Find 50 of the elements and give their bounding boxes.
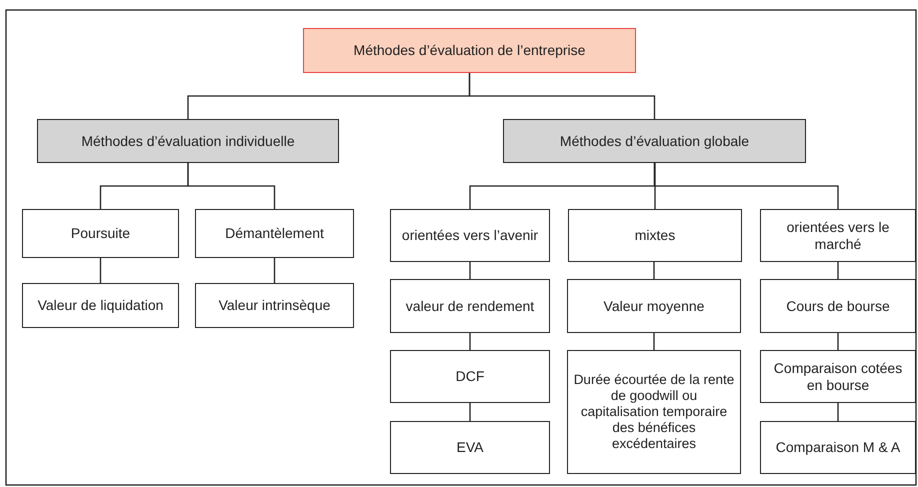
connector-line (653, 333, 655, 350)
node-label: Poursuite (70, 225, 130, 242)
method-box (760, 350, 916, 403)
method-box (390, 209, 550, 262)
node-label: Méthodes d’évaluation de l’entreprise (354, 42, 586, 59)
method-box (760, 421, 916, 474)
node-label: EVA (456, 439, 484, 456)
method-box (22, 283, 179, 328)
root-box (303, 28, 636, 73)
method-box (390, 350, 550, 403)
node-label: Valeur intrinsèque (218, 297, 330, 314)
node-label: orientées vers le marché (786, 218, 890, 252)
method-box (568, 209, 742, 262)
method-box (760, 209, 916, 262)
connector-line (274, 258, 276, 283)
node-label: Durée écourtée de la rente de goodwill ou capitalisation temporaire des bénéfices excédentaires (572, 372, 736, 452)
connector-line (837, 403, 839, 421)
category-box (503, 119, 806, 163)
method-box (390, 421, 550, 474)
connector-line (100, 258, 102, 283)
connector-line (837, 262, 839, 279)
connector-line (654, 163, 839, 209)
node-label: valeur de rendement (406, 298, 534, 314)
method-box (22, 209, 179, 258)
method-box (195, 209, 354, 258)
node-label: orientées vers l’avenir (402, 227, 538, 244)
node-label: Comparaison cotées en bourse (772, 360, 904, 394)
connector-line (469, 333, 471, 350)
connector-line (468, 73, 656, 119)
connector-line (187, 163, 276, 209)
node-label: Démantèlement (225, 225, 324, 242)
node-label: DCF (456, 368, 484, 385)
connector-line (837, 333, 839, 350)
method-box (760, 279, 916, 333)
connector-line (654, 163, 656, 209)
method-box (390, 279, 550, 333)
node-label: Cours de bourse (786, 298, 890, 314)
node-label: Méthodes d’évaluation globale (560, 132, 750, 150)
method-box (567, 279, 741, 333)
node-label: Valeur de liquidation (38, 297, 164, 314)
node-label: Comparaison M & A (776, 439, 900, 456)
connector-line (469, 403, 471, 421)
method-box (195, 283, 354, 328)
node-label: Méthodes d’évaluation individuelle (81, 132, 295, 150)
connector-line (653, 262, 655, 279)
method-box (567, 350, 741, 474)
category-box (37, 119, 339, 163)
connector-line (469, 262, 471, 279)
node-label: Valeur moyenne (604, 298, 704, 314)
node-label: mixtes (634, 227, 676, 244)
